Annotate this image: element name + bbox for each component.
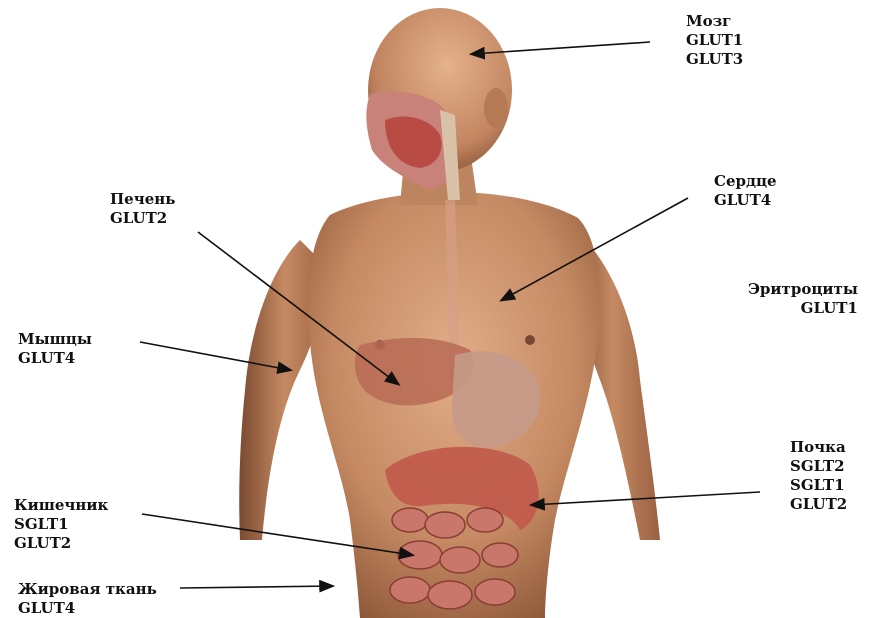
adipose-arrow [180,586,332,588]
kidney-transporter: SGLT2 [790,457,847,476]
brain-transporter: GLUT3 [686,50,743,69]
heart-label: Сердце GLUT4 [714,172,777,210]
adipose-label: Жировая ткань GLUT4 [18,580,157,618]
intestine-transporter: SGLT1 [14,515,108,534]
intestine-transporter: GLUT2 [14,534,108,553]
kidney-transporter: GLUT2 [790,495,847,514]
erythrocytes-name: Эритроциты [748,280,858,299]
ear [484,88,508,128]
adipose-name: Жировая ткань [18,580,157,599]
kidney-transporter: SGLT1 [790,476,847,495]
intestine-name: Кишечник [14,496,108,515]
erythrocytes-transporter: GLUT1 [748,299,858,318]
muscles-label: Мышцы GLUT4 [18,330,92,368]
muscles-name: Мышцы [18,330,92,349]
liver-label: Печень GLUT2 [110,190,175,228]
adipose-transporter: GLUT4 [18,599,157,618]
erythrocytes-label: Эритроциты GLUT1 [748,280,858,318]
heart-transporter: GLUT4 [714,191,777,210]
brain-label: Мозг GLUT1 GLUT3 [686,12,743,69]
muscles-transporter: GLUT4 [18,349,92,368]
heart-name: Сердце [714,172,777,191]
kidney-label: Почка SGLT2 SGLT1 GLUT2 [790,438,847,514]
kidney-name: Почка [790,438,847,457]
liver-transporter: GLUT2 [110,209,175,228]
brain-name: Мозг [686,12,743,31]
brain-transporter: GLUT1 [686,31,743,50]
intestine-label: Кишечник SGLT1 GLUT2 [14,496,108,553]
small-intestine [390,508,518,609]
liver-name: Печень [110,190,175,209]
